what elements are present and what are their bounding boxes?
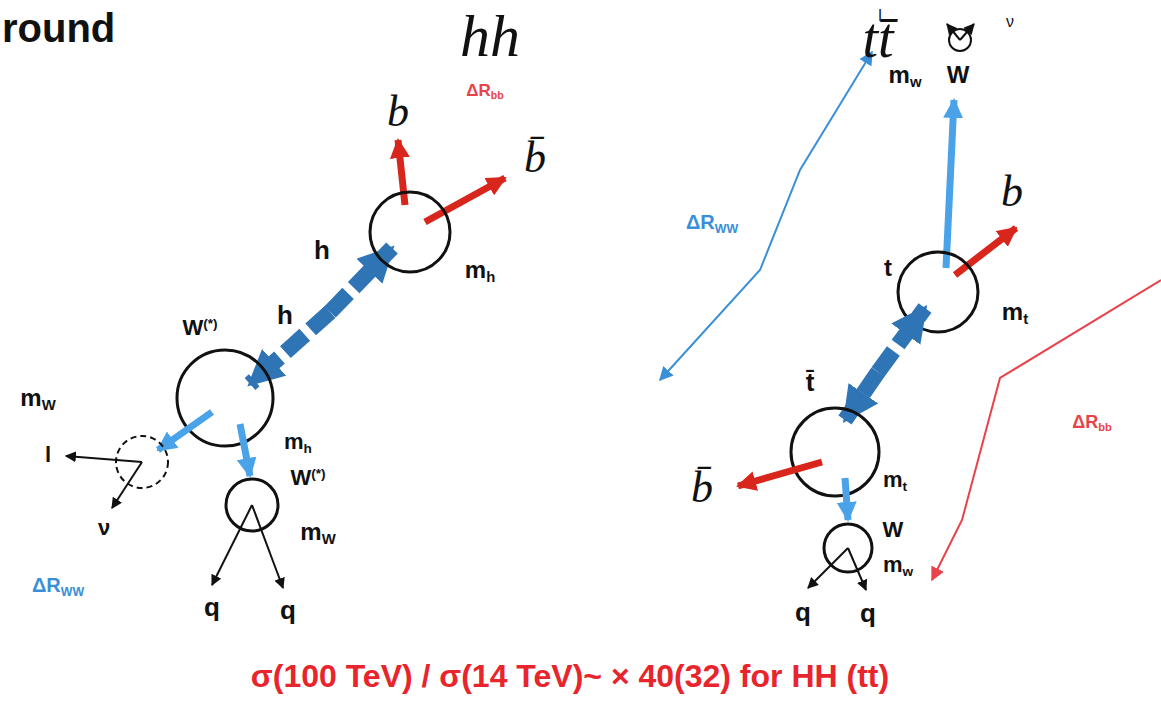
main-symbol: m: [889, 61, 910, 88]
mass-circle: [791, 408, 879, 496]
particle-label: q: [280, 597, 296, 623]
index-symbol: bb: [1098, 421, 1112, 433]
main-symbol: m: [883, 467, 903, 492]
particle-label: q: [795, 599, 811, 625]
index-symbol: t: [1023, 311, 1028, 327]
w-boson-arrow: [158, 412, 212, 450]
particle-label: b̄: [691, 466, 713, 510]
main-symbol: ΔR: [32, 574, 61, 596]
main-symbol: ΔR: [1072, 412, 1098, 432]
particle-label: mh: [465, 258, 495, 282]
delta-r-line: [932, 280, 1161, 580]
w-boson-arrow: [946, 100, 954, 268]
main-symbol: m: [465, 256, 486, 283]
neutrino-arrow: [112, 462, 142, 508]
panel-title: tt̄: [862, 10, 893, 66]
w-boson-arrow: [240, 424, 250, 476]
lepton-arrow: [66, 456, 142, 462]
index-symbol: t: [903, 479, 908, 494]
index-symbol: bb: [491, 89, 504, 101]
mass-circle: [177, 350, 273, 446]
main-symbol: ΔR: [686, 211, 715, 233]
particle-label: t: [884, 256, 892, 280]
particle-label: q: [860, 600, 876, 626]
index-symbol: W: [42, 397, 56, 413]
particle-label: q: [204, 594, 220, 620]
particle-label: mw: [889, 63, 922, 87]
particle-label: ΔRbb: [1072, 413, 1112, 431]
mass-circle: [898, 252, 978, 332]
main-symbol: m: [284, 429, 304, 454]
particle-label: ν: [1006, 14, 1014, 30]
index-symbol: (*): [311, 466, 325, 481]
caption: σ(100 TeV) / σ(14 TeV)~ × 40(32) for HH …: [251, 660, 889, 692]
panel-title: hh: [460, 6, 520, 66]
particle-label: mh: [284, 431, 312, 453]
main-symbol: W: [290, 465, 311, 490]
particle-label: l: [878, 8, 882, 24]
main-symbol: m: [1002, 298, 1023, 325]
decay-icon: [960, 24, 974, 40]
quark-arrow: [252, 505, 283, 588]
main-symbol: m: [883, 552, 903, 577]
index-symbol: w: [910, 74, 922, 90]
particle-label: W: [883, 519, 904, 541]
higgs-arrow: [330, 248, 392, 312]
particle-label: b̄: [524, 136, 546, 180]
quark-arrow: [808, 548, 848, 588]
top-arrow: [845, 372, 878, 420]
delta-r-line: [660, 52, 872, 380]
particle-label: b: [387, 90, 409, 134]
b-quark-arrow: [955, 228, 1016, 275]
particle-label: b: [1001, 170, 1023, 214]
particle-label: h: [314, 237, 330, 263]
particle-label: W(*): [290, 467, 325, 489]
index-symbol: w: [902, 564, 913, 579]
main-symbol: m: [20, 384, 41, 411]
quark-arrow: [848, 548, 866, 590]
b-quark-arrow: [398, 140, 405, 205]
particle-label: ν: [98, 517, 110, 539]
particle-label: W(*): [182, 317, 217, 339]
particle-label: ΔRbb: [466, 82, 503, 99]
particle-label: mW: [20, 386, 55, 410]
particle-label: t̄: [806, 369, 815, 395]
particle-label: mw: [883, 554, 913, 576]
b-quark-arrow: [738, 462, 822, 486]
index-symbol: W: [322, 531, 336, 547]
index-symbol: WW: [715, 222, 738, 236]
main-symbol: m: [300, 518, 321, 545]
main-symbol: W: [182, 315, 203, 340]
particle-label: mt: [1002, 300, 1028, 324]
particle-label: W: [947, 63, 970, 87]
main-symbol: ΔR: [466, 81, 491, 100]
heading-fragment: round: [2, 8, 115, 48]
w-boson-arrow: [845, 478, 848, 520]
particle-label: ΔRWW: [686, 212, 738, 232]
index-symbol: (*): [203, 316, 217, 331]
mass-circle: [370, 192, 450, 272]
particle-label: h: [277, 302, 293, 328]
particle-label: l: [45, 444, 51, 466]
top-arrow: [878, 308, 925, 372]
index-symbol: WW: [61, 585, 84, 599]
index-symbol: h: [486, 269, 495, 285]
decay-icon: [947, 24, 960, 40]
quark-arrow: [212, 505, 252, 585]
particle-label: mt: [883, 469, 907, 491]
b-quark-arrow: [425, 178, 505, 222]
particle-label: mW: [300, 520, 335, 544]
index-symbol: h: [304, 441, 312, 456]
particle-label: ΔRWW: [32, 575, 84, 595]
